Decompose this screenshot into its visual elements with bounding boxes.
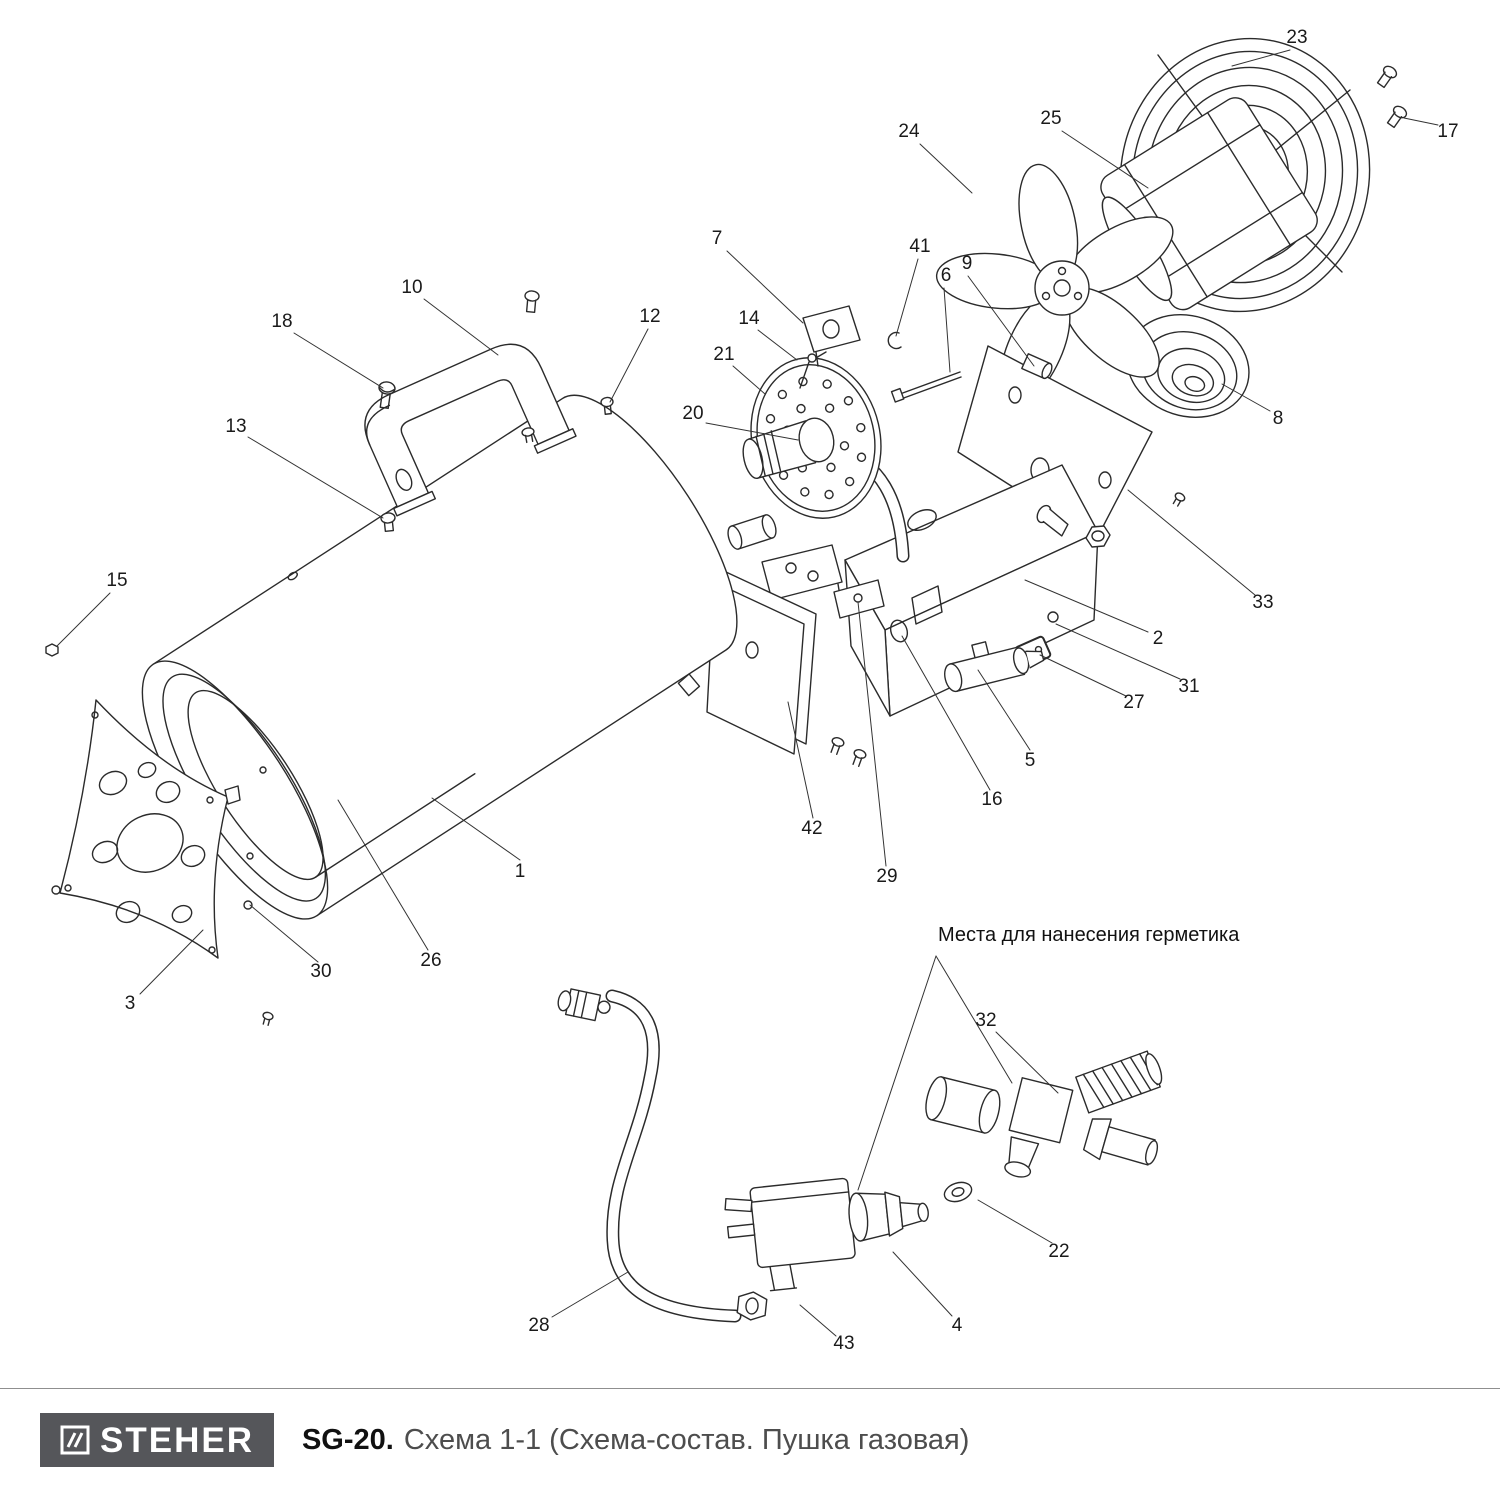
sealant-annotation: Места для нанесения герметика [938,924,1240,946]
steher-logo: STEHER [40,1413,274,1467]
part-shaft [890,371,962,403]
part-front-guard [59,699,241,959]
part-bolt-13 [380,512,396,533]
part-electrode [799,351,827,389]
doc-title: SG-20. Схема 1-1 (Схема-состав. Пушка газ… [302,1424,969,1457]
part-burner-disc [742,357,882,519]
part-gas-tube [605,989,742,1323]
callout-leaders [56,49,1439,1337]
schema-title: Схема 1-1 (Схема-состав. Пушка газовая) [403,1423,970,1456]
part-rivet-30 [243,900,253,910]
part-chassis [844,464,1111,717]
part-motor [1100,97,1318,311]
part-gas-valve [944,641,1045,693]
annotation-leaders [857,955,1013,1191]
brand-name: STEHER [100,1420,254,1460]
part-solenoid-valve [724,1177,929,1292]
part-bolt-12 [600,396,614,415]
part-snap-ring [887,331,902,350]
part-small-cylinder [727,514,777,550]
part-nut-43 [736,1291,768,1321]
model-number: SG-20. [301,1423,394,1456]
part-thermostat [1021,353,1053,380]
part-screw-18 [378,381,396,410]
steher-logo-icon [60,1425,90,1455]
part-screws-17 [1376,65,1408,129]
part-tube-fitting [557,988,611,1022]
part-washer [943,1181,973,1203]
part-valve-32 [925,1050,1163,1178]
part-fan [935,163,1174,405]
part-bracket [802,305,861,367]
part-nut-15 [45,643,59,657]
part-handle [364,343,577,517]
footer-divider [0,1388,1500,1389]
footer: STEHER SG-20. Схема 1-1 (Схема-состав. Пу… [0,1388,1500,1467]
